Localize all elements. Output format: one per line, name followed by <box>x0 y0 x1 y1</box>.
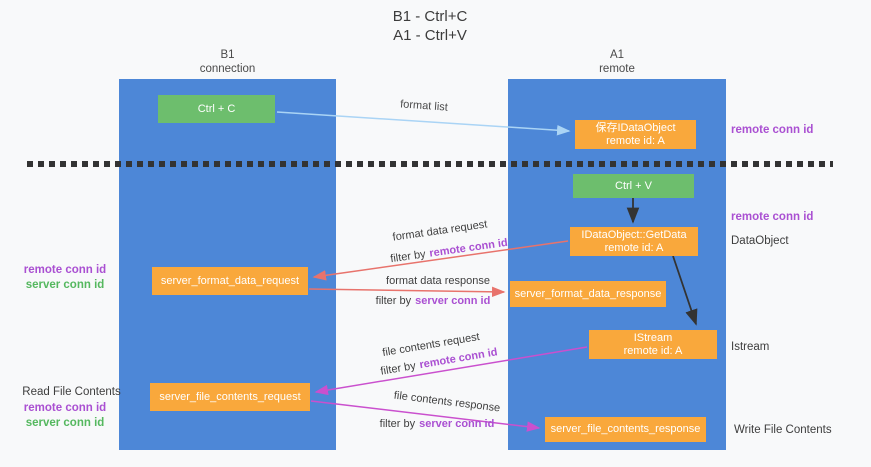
session-divider-dashed-line <box>27 161 833 167</box>
side-label-dataobject: DataObject <box>731 235 789 247</box>
filter-by-text-4: filter by <box>379 418 416 430</box>
filter-by-text-3: filter by <box>379 359 417 378</box>
edge-label-format-data-request: format data request <box>391 218 489 244</box>
node-ctrl-v-label: Ctrl + V <box>615 179 652 192</box>
filter-server-conn-id-1: server conn id <box>415 295 491 307</box>
node-getdata-line2: remote id: A <box>604 241 664 254</box>
column-a1-name: A1 <box>609 49 625 61</box>
node-ctrl-c-label: Ctrl + C <box>197 102 236 115</box>
column-a1-subtitle: remote <box>599 63 635 75</box>
node-server-format-data-response-label: server_format_data_response <box>514 287 662 300</box>
node-istream-line1: IStream <box>633 331 673 344</box>
side-label-remote-conn-id-top: remote conn id <box>731 124 814 136</box>
edge-label-format-data-response: format data response <box>386 275 490 287</box>
side-label-remote-conn-id-mid: remote conn id <box>731 211 814 223</box>
side-label-write-file-contents: Write File Contents <box>734 424 832 436</box>
node-save-idataobject-line2: remote id: A <box>606 134 665 147</box>
node-ctrl-v: Ctrl + V <box>573 174 694 198</box>
node-server-format-data-request: server_format_data_request <box>152 267 308 295</box>
diagram-title: B1 - Ctrl+C A1 - Ctrl+V <box>0 7 860 45</box>
side-label-server-conn-id-left-2: server conn id <box>25 417 105 429</box>
column-b1-subtitle: connection <box>199 63 256 75</box>
filter-server-conn-id-2: server conn id <box>419 418 495 430</box>
filter-by-text-1: filter by <box>389 248 427 266</box>
node-idataobject-getdata: IDataObject::GetData remote id: A <box>570 227 698 256</box>
edge-label-file-contents-response: file contents response <box>393 389 501 415</box>
filter-remote-conn-id-1: remote conn id <box>428 236 509 260</box>
column-b1-name: B1 <box>220 49 235 61</box>
side-label-read-file-contents: Read File Contents <box>22 386 121 398</box>
side-label-remote-conn-id-left-2: remote conn id <box>23 402 107 414</box>
node-save-idataobject-line1: 保存IDataObject <box>595 121 676 134</box>
filter-by-text-2: filter by <box>375 295 412 307</box>
node-server-file-contents-response-label: server_file_contents_response <box>550 423 701 435</box>
side-label-server-conn-id-left-1: server conn id <box>25 279 105 291</box>
node-istream: IStream remote id: A <box>589 330 717 359</box>
node-server-file-contents-request: server_file_contents_request <box>150 383 310 411</box>
node-server-format-data-request-label: server_format_data_request <box>160 274 300 287</box>
node-server-file-contents-request-label: server_file_contents_request <box>159 390 301 403</box>
node-save-idataobject: 保存IDataObject remote id: A <box>575 120 696 149</box>
node-ctrl-c: Ctrl + C <box>158 95 275 123</box>
node-server-format-data-response: server_format_data_response <box>510 281 666 307</box>
side-label-remote-conn-id-left-1: remote conn id <box>23 264 107 276</box>
arrow-format-data-response <box>308 286 506 298</box>
title-line-2: A1 - Ctrl+V <box>393 27 467 44</box>
column-header-b1: B1 connection <box>119 48 336 76</box>
edge-label-format-list: format list <box>399 98 449 114</box>
column-header-a1: A1 remote <box>508 48 726 76</box>
title-line-1: B1 - Ctrl+C <box>392 8 468 25</box>
node-server-file-contents-response: server_file_contents_response <box>545 417 706 442</box>
node-getdata-line1: IDataObject::GetData <box>581 228 687 241</box>
side-label-istream: Istream <box>731 341 770 353</box>
node-istream-line2: remote id: A <box>623 344 683 357</box>
